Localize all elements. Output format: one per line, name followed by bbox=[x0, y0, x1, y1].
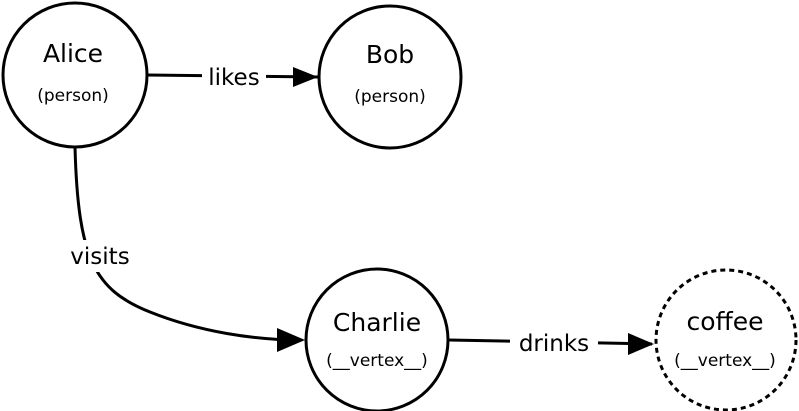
node-coffee-circle bbox=[654, 268, 798, 411]
node-alice: Alice (person) bbox=[1, 1, 149, 149]
edge-drinks-label: drinks bbox=[519, 331, 589, 357]
edge-likes-label-bg bbox=[202, 62, 266, 92]
edge-visits-label: visits bbox=[70, 244, 129, 270]
node-bob-name: Bob bbox=[366, 40, 414, 69]
node-charlie-name: Charlie bbox=[333, 308, 421, 337]
edge-likes: likes bbox=[146, 62, 319, 92]
edge-drinks-arrowhead bbox=[628, 333, 654, 355]
node-bob-type: (person) bbox=[354, 87, 426, 107]
edge-visits-arrowhead bbox=[277, 328, 305, 352]
edge-visits-label-bg bbox=[60, 240, 138, 272]
node-coffee-name: coffee bbox=[686, 307, 763, 336]
node-coffee-type: (__vertex__) bbox=[674, 351, 776, 371]
node-charlie-circle bbox=[304, 267, 450, 411]
edge-likes-arrowhead bbox=[293, 67, 318, 87]
node-coffee: coffee (__vertex__) bbox=[654, 268, 798, 411]
node-alice-circle bbox=[1, 1, 149, 149]
node-alice-type: (person) bbox=[37, 86, 109, 106]
node-charlie-type: (__vertex__) bbox=[326, 351, 428, 371]
edge-visits-line bbox=[73, 146, 301, 342]
node-alice-name: Alice bbox=[43, 39, 103, 68]
node-charlie: Charlie (__vertex__) bbox=[304, 267, 450, 411]
node-bob-circle bbox=[317, 4, 463, 150]
edge-visits: visits bbox=[60, 146, 305, 352]
node-bob: Bob (person) bbox=[317, 4, 463, 150]
edge-drinks-label-bg bbox=[510, 327, 598, 359]
edge-drinks: drinks bbox=[448, 327, 654, 359]
edge-likes-label: likes bbox=[208, 65, 259, 91]
